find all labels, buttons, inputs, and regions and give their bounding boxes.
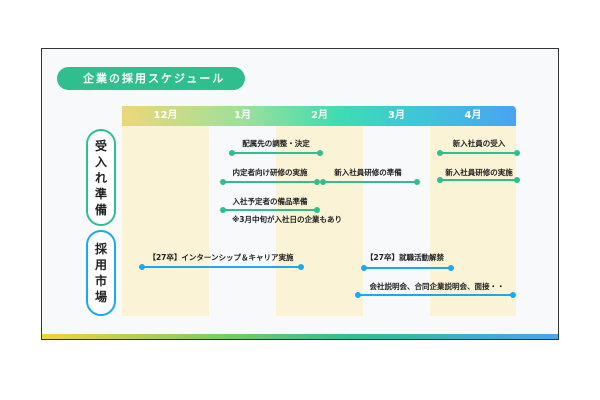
- market-bar: [355, 291, 516, 298]
- slide-title: 企業の採用スケジュール: [57, 67, 245, 90]
- task-label: 入社予定者の備品準備: [232, 197, 308, 206]
- task-bar: [437, 149, 520, 156]
- month-header: 12月 1月 2月 3月 4月: [122, 106, 516, 126]
- month-label: 2月: [311, 110, 328, 121]
- category-char: 準: [94, 186, 107, 201]
- category-char: 採: [94, 242, 107, 256]
- bottom-gradient-bar: [42, 334, 558, 339]
- month-label: 1月: [234, 110, 251, 121]
- task-label: 新入社員研修の実施: [445, 168, 513, 177]
- task-bar: [437, 176, 520, 183]
- task-bar: [320, 178, 420, 185]
- task-bar: [229, 149, 323, 156]
- market-label: 【27卒】インターンシップ＆キャリア実施: [148, 253, 294, 262]
- market-label: 【27卒】就職活動解禁: [366, 253, 444, 262]
- category-char: れ: [94, 170, 107, 185]
- category-char: 市: [94, 274, 107, 288]
- task-note: ※3月中旬が入社日の企業もあり: [231, 215, 343, 224]
- task-bar: [220, 206, 320, 213]
- task-label: 配属先の調整・決定: [242, 139, 310, 148]
- task-bar: [220, 178, 320, 185]
- category-char: 備: [94, 202, 107, 217]
- category-char: 入: [94, 154, 107, 169]
- month-label: 4月: [464, 110, 482, 121]
- month-stripe-feb: [276, 126, 363, 316]
- month-stripe-apr: [430, 126, 516, 316]
- category-market: 採 用 市 場: [86, 230, 116, 316]
- month-label: 12月: [153, 110, 178, 121]
- task-label: 新入社員の受入: [452, 139, 506, 148]
- task-label: 新入社員研修の準備: [334, 168, 402, 177]
- category-prep: 受 入 れ 準 備: [86, 129, 116, 226]
- month-label: 3月: [388, 110, 405, 121]
- category-char: 用: [94, 258, 107, 272]
- market-bar: [361, 264, 454, 271]
- market-label: 会社説明会、合同企業説明会、面接・・: [369, 282, 505, 291]
- task-label: 内定者向け研修の実施: [232, 168, 308, 177]
- market-bar: [139, 263, 304, 270]
- category-char: 受: [94, 138, 107, 153]
- month-stripe-dec: [122, 126, 209, 316]
- category-char: 場: [94, 290, 107, 304]
- schedule-slide: 企業の採用スケジュール 12月 1月 2月 3月 4月 受 入 れ 準 備 採 …: [41, 48, 559, 340]
